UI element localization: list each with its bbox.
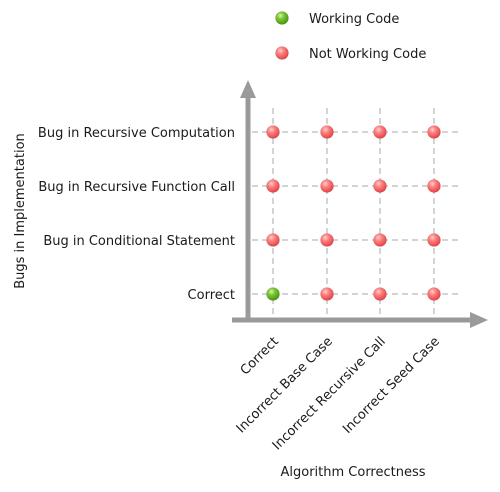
data-point bbox=[373, 179, 387, 193]
y-tick-label: Bug in Recursive Function Call bbox=[38, 180, 235, 195]
x-axis-label: Algorithm Correctness bbox=[280, 465, 425, 480]
y-tick-label: Bug in Conditional Statement bbox=[43, 234, 235, 249]
y-tick-labels: Correct Bug in Conditional Statement Bug i… bbox=[38, 126, 235, 303]
data-point bbox=[373, 125, 387, 139]
data-point bbox=[320, 125, 334, 139]
axes bbox=[232, 80, 488, 328]
grid-lines bbox=[252, 108, 462, 316]
data-point bbox=[266, 125, 280, 139]
data-point bbox=[266, 233, 280, 247]
data-point bbox=[427, 179, 441, 193]
data-point bbox=[373, 287, 387, 301]
y-tick-label: Bug in Recursive Computation bbox=[38, 126, 235, 141]
x-tick-label: Incorrect Recursive Call bbox=[270, 334, 389, 453]
data-point bbox=[266, 287, 280, 301]
data-point bbox=[320, 233, 334, 247]
data-point bbox=[427, 125, 441, 139]
data-point bbox=[320, 287, 334, 301]
legend-label: Not Working Code bbox=[309, 47, 426, 62]
y-axis-label: Bugs in Implementation bbox=[13, 133, 28, 289]
y-axis-arrow bbox=[240, 80, 256, 98]
legend-label: Working Code bbox=[309, 12, 399, 27]
legend-marker bbox=[275, 11, 289, 25]
data-point bbox=[373, 233, 387, 247]
data-point bbox=[427, 233, 441, 247]
x-axis-arrow bbox=[470, 312, 488, 328]
x-tick-label: Incorrect Base Case bbox=[234, 334, 336, 436]
data-points bbox=[266, 125, 441, 301]
legend-marker bbox=[275, 46, 289, 60]
data-point bbox=[266, 179, 280, 193]
data-point bbox=[427, 287, 441, 301]
data-point bbox=[320, 179, 334, 193]
x-tick-label: Incorrect Seed Case bbox=[340, 334, 443, 437]
x-tick-label: Correct bbox=[238, 334, 282, 378]
y-tick-label: Correct bbox=[188, 288, 235, 303]
